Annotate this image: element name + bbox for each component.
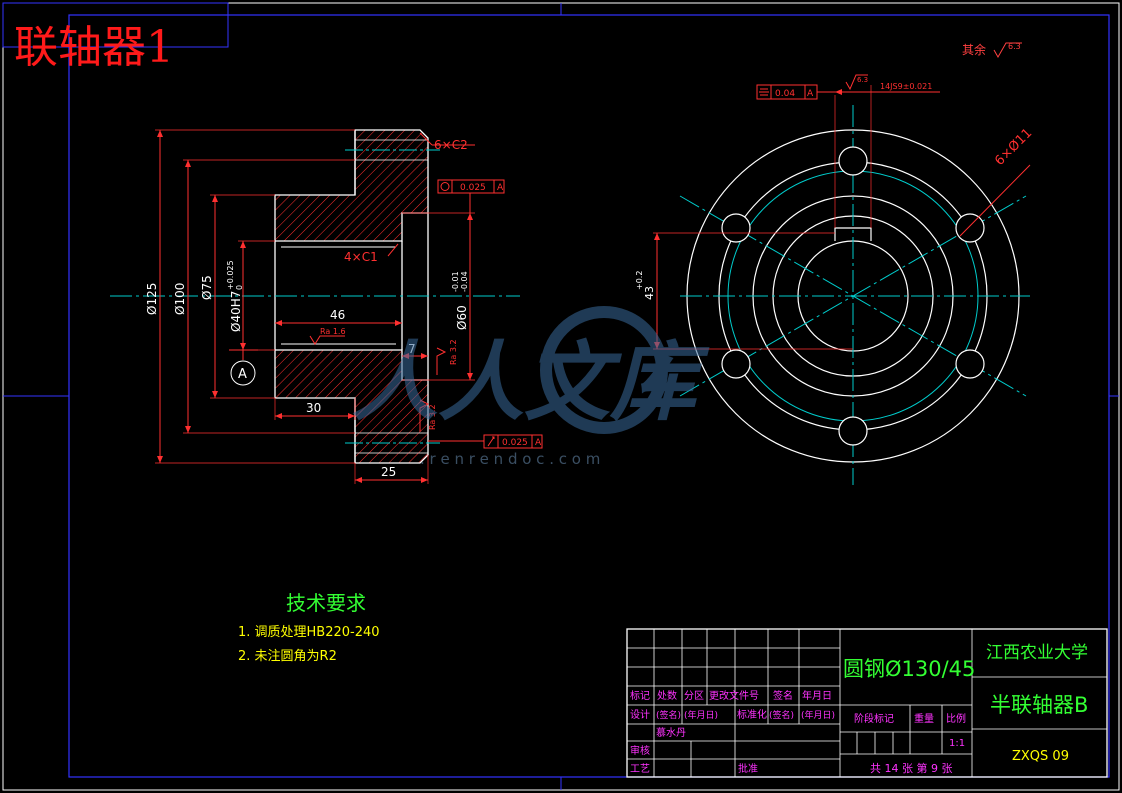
tb-design: (年月日) [684,709,718,721]
key-depth-label: 43 [643,286,656,300]
symmetry-datum: A [807,89,814,99]
tech-req-item: 2. 未注圆角为R2 [238,649,337,664]
runout-datum: A [535,438,542,448]
dim-len25: 25 [381,465,396,479]
dim-len30: 30 [306,401,321,415]
datum-a-circle [230,360,256,386]
dim-d60: Ø60 [455,305,469,330]
watermark-brand: 人人文库 [352,333,710,433]
tb-header: 分区 [684,690,704,702]
tb-stage-label: 阶段标记 [854,712,894,725]
tb-designer: 慕水丹 [656,726,686,739]
circularity-tol: 0.025 [460,183,486,193]
bolt-hole [838,146,868,176]
key-depth-tol: +0.2 [635,271,644,290]
tb-design: (年月日) [801,709,835,721]
chamfer-inner-label: 4×C1 [344,250,378,264]
dim-len46: 46 [330,308,345,322]
tb-scale: 1:1 [949,738,965,749]
bolt-hole [721,349,751,379]
tb-design: 标准化 [737,708,767,721]
runout-icon [487,436,495,447]
dim-d60-tol-upper: -0.01 [451,271,460,292]
tb-header: 处数 [657,689,677,702]
tb-weight-label: 重量 [914,712,934,725]
datum-a-label: A [238,367,247,382]
bolt-hole [838,416,868,446]
runout-tol: 0.025 [502,438,528,448]
dim-d75: Ø75 [200,275,214,300]
bolt-hole [955,213,985,243]
ra-face-label: Ra 3.2 [449,339,458,365]
symmetry-icon [759,88,769,96]
tech-req-heading: 技术要求 [286,591,366,615]
corner-box [2,2,229,48]
roughness-symbol-icon [993,42,1022,59]
chamfer-outer-label: 6×C2 [434,138,468,152]
dim-d125: Ø125 [145,283,159,315]
roughness-note-label: 其余 [962,42,986,57]
tb-header: 签名 [773,689,793,702]
tb-process: 工艺 [630,763,650,775]
bolt-hole [955,349,985,379]
roughness-note-value: 6.3 [1008,42,1021,51]
tb-part-name: 半联轴器B [990,693,1088,717]
tb-header: 更改文件号 [709,689,759,702]
key-roughness-label: 6.3 [857,76,868,84]
tb-design: (签名) [769,709,794,721]
dim-d40-tol-upper: +0.025 [226,260,235,290]
tech-req-item: 1. 调质处理HB220-240 [238,625,380,640]
watermark-url: . r e n r e n d o c . c o m [420,450,600,468]
tb-school: 江西农业大学 [986,643,1088,663]
ra-bore-label: Ra 1.6 [320,327,346,336]
tb-drawing-no: ZXQS 09 [1012,749,1069,764]
tb-sheets: 共 14 张 第 9 张 [870,761,952,775]
tb-header: 年月日 [802,689,832,702]
bolt-hole [721,213,751,243]
circularity-icon [440,182,450,191]
symmetry-tol: 0.04 [775,89,795,99]
section-view: Ø125 Ø100 Ø75 Ø40H7 +0.025 0 Ø60 -0.01 -… [110,129,543,484]
title-block: 标记 处数 分区 更改文件号 签名 年月日 设计 (签名) (年月日) 标准化 … [626,628,1108,778]
drawing-title: 联轴器1 [14,22,174,73]
dim-len7: 7 [408,342,416,356]
tb-header: 标记 [630,690,650,702]
circularity-datum: A [497,183,504,193]
tb-scale-label: 比例 [946,712,966,725]
watermark: 人人文库 . r e n r e n d o c . c o m [352,306,710,468]
ra-face2-label: Ra 3.2 [428,404,437,430]
key-width-label: 14JS9±0.021 [880,82,932,91]
dim-d60-tol-lower: -0.04 [460,271,469,292]
tb-review: 审核 [630,744,650,757]
tb-design: 设计 [630,708,650,721]
dim-d40: Ø40H7 [229,291,243,332]
tb-design: (签名) [656,709,681,721]
dim-d40-tol-lower: 0 [235,285,244,290]
dim-d100: Ø100 [173,283,187,315]
tb-material: 圆钢Ø130/45 [843,657,975,681]
tb-approve: 批准 [738,762,758,775]
holes-label: 6×Ø11 [992,126,1035,169]
